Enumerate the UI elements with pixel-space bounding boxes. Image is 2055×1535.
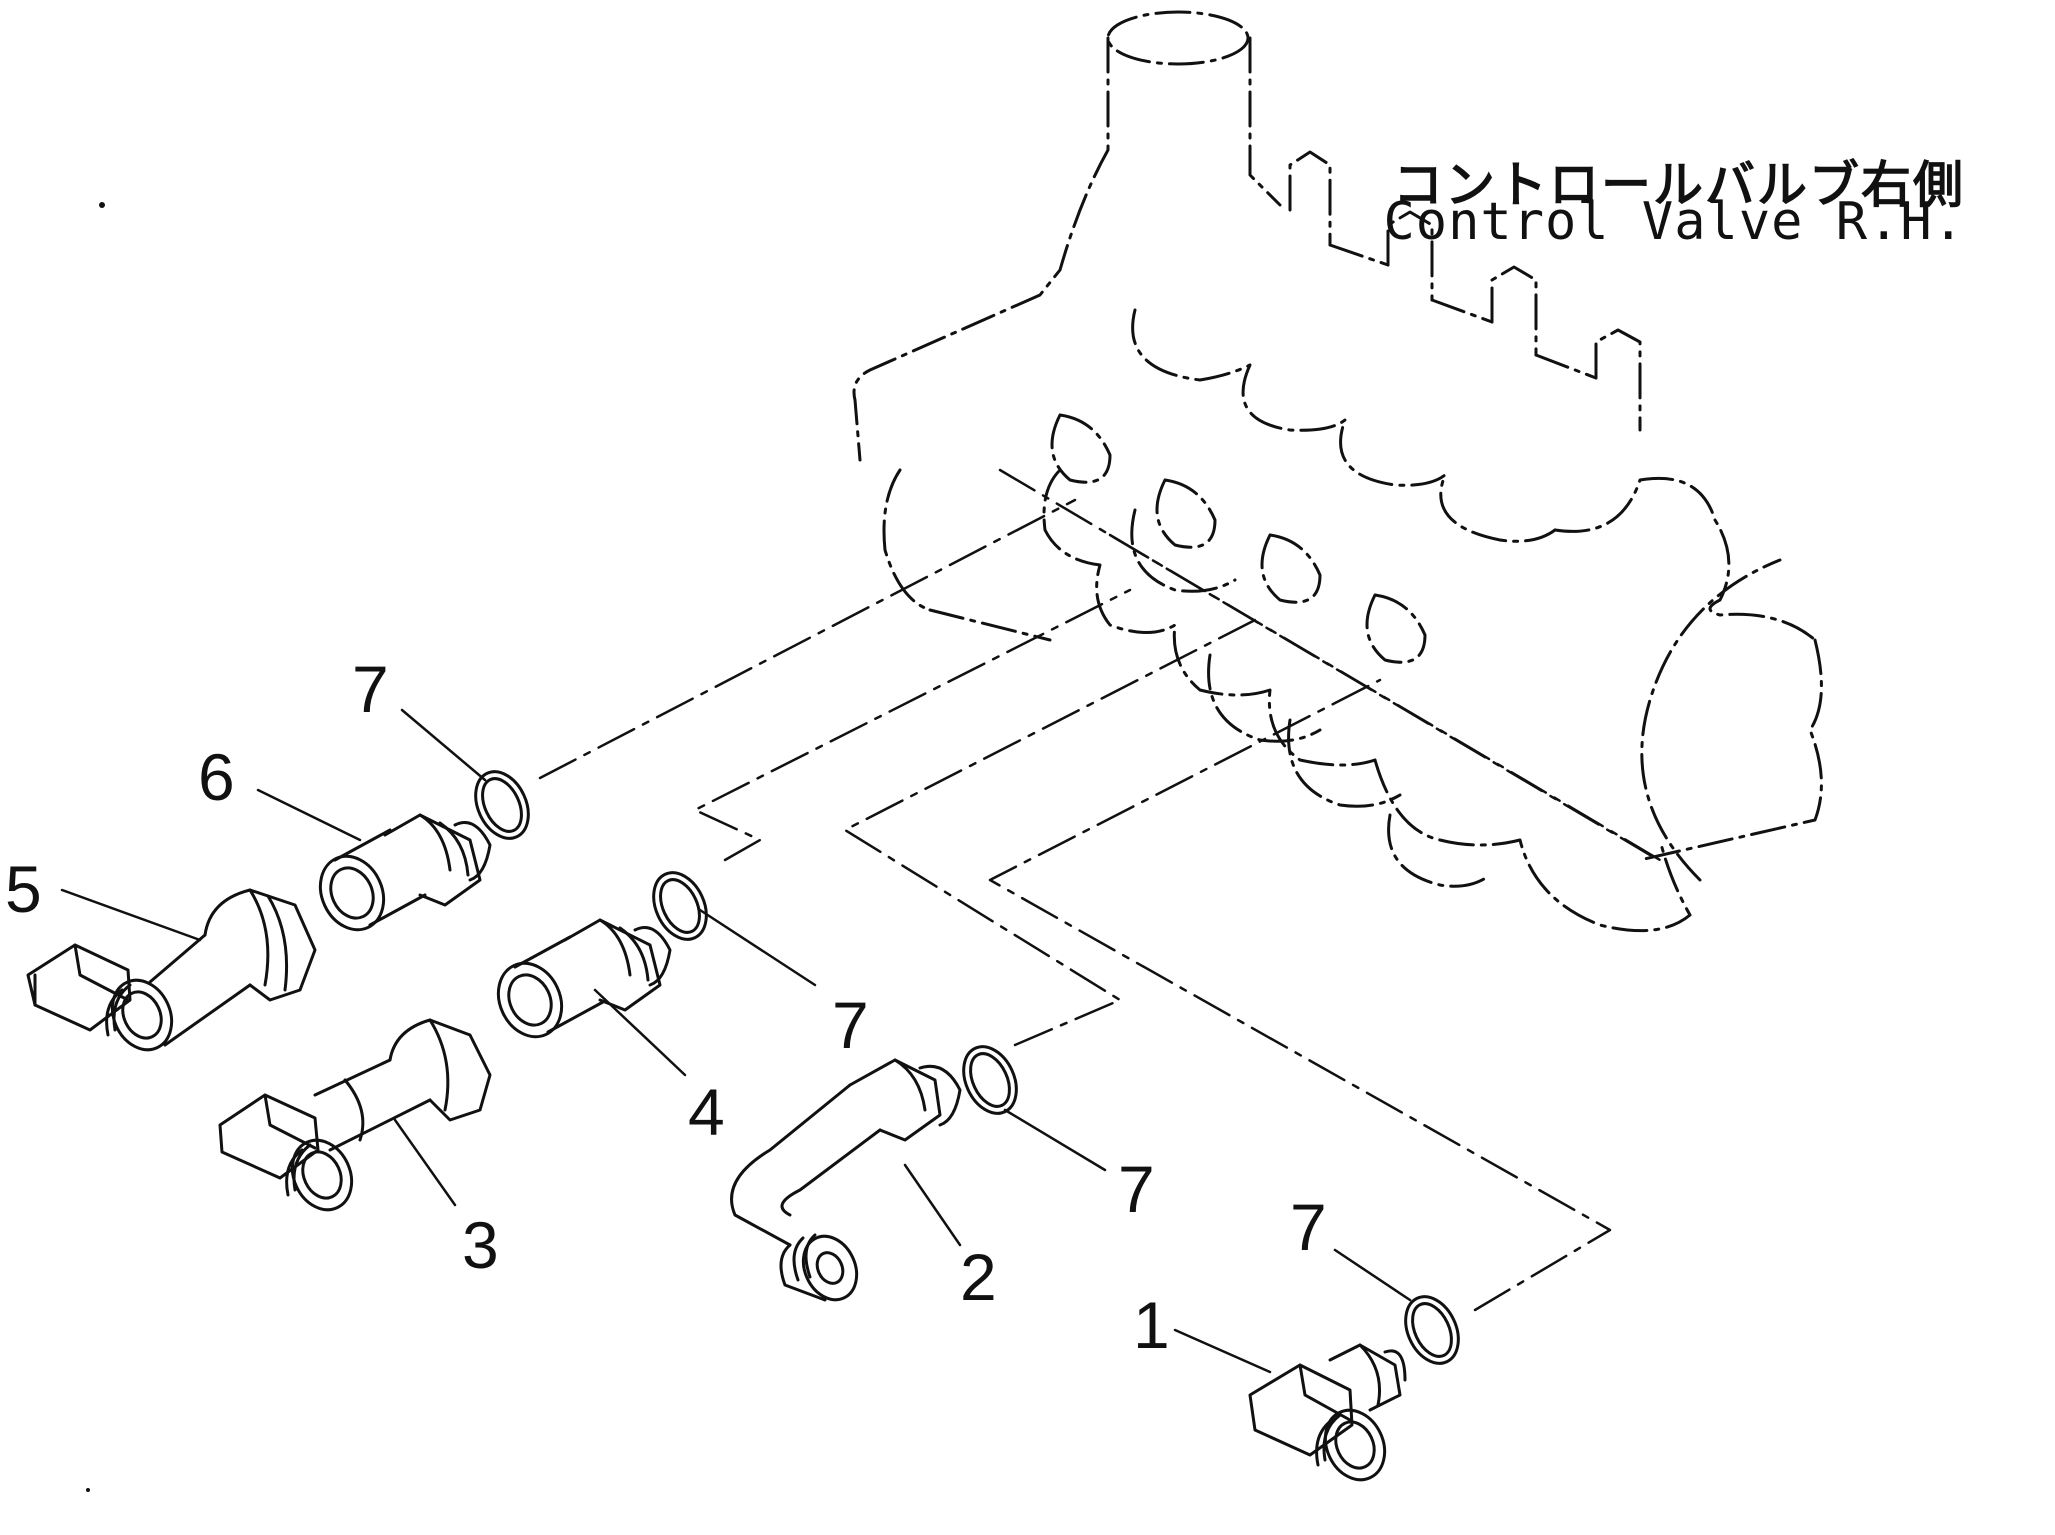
callout-4: 4 [688,1075,725,1149]
callout-5: 5 [5,852,42,926]
callout-7b: 7 [832,988,869,1062]
callout-3: 3 [462,1208,499,1282]
caption-japanese: コントロールバルブ右側 [1393,156,1965,214]
callout-2: 2 [960,1240,997,1314]
callout-7a: 7 [352,652,389,726]
adapter-part-6 [318,813,492,932]
tube-part-2 [730,1058,962,1302]
control-valve-outline [852,10,1823,933]
callout-7d: 7 [1290,1190,1327,1264]
o-ring-7c [962,1045,1018,1115]
elbow-part-1 [1248,1343,1407,1482]
o-ring-7b [652,871,708,941]
o-ring-7a [474,770,530,840]
adapter-part-4 [496,918,672,1039]
center-lines [538,468,1662,1312]
caption-english: Control Valve R.H. [1383,192,1965,252]
o-ring-7d [1404,1295,1460,1365]
scan-specks [86,202,105,1492]
callout-6: 6 [198,740,235,814]
elbow-part-3 [218,1018,492,1212]
leader-lines [60,708,1412,1374]
callout-numbers: 1 2 3 4 5 6 7 7 7 7 [5,652,1327,1362]
elbow-part-5 [26,888,317,1052]
callout-1: 1 [1133,1288,1170,1362]
callout-7c: 7 [1118,1152,1155,1226]
